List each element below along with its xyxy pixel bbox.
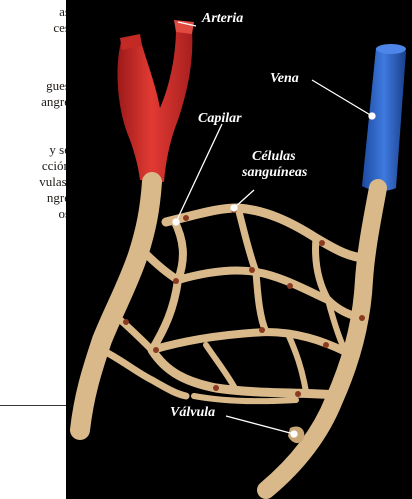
body-text-line: ces [0, 20, 70, 35]
label-capilar: Capilar [198, 111, 242, 126]
label-valvula: Válvula [170, 405, 215, 420]
divider-rule [0, 405, 68, 406]
body-text-line: os [0, 206, 70, 221]
body-text-line: y se [0, 142, 70, 157]
body-text-line: cción [0, 158, 70, 173]
body-text-line: ngre [0, 190, 70, 205]
capillary-network [80, 182, 378, 490]
vessel-illustration: Arteria Vena Capilar Células sanguíneas … [66, 0, 412, 499]
blood-vessel-figure: Arteria Vena Capilar Células sanguíneas … [66, 0, 412, 499]
body-text-line: as [0, 4, 70, 19]
label-vena: Vena [270, 71, 299, 86]
body-text-line: gues [0, 78, 70, 93]
vein [362, 44, 406, 191]
label-sanguineas: sanguíneas [241, 165, 308, 180]
body-text-line: vulas. [0, 174, 70, 189]
label-arteria: Arteria [201, 11, 243, 26]
body-text-line: angre [0, 94, 70, 109]
body-text-column: as ces gues angre . y se cción vulas. ng… [0, 0, 70, 499]
artery [117, 20, 194, 182]
body-text-line: . [0, 126, 70, 141]
label-celulas: Células [252, 149, 296, 164]
